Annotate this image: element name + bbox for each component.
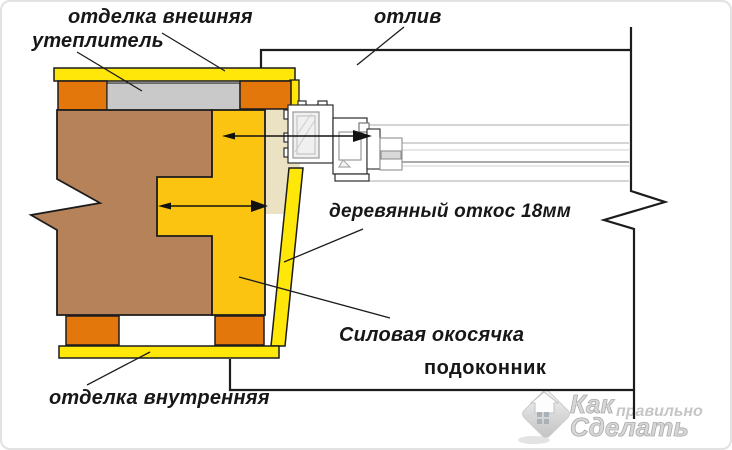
glazing-unit	[366, 128, 403, 171]
spacer-block-top-left	[57, 80, 108, 111]
watermark-word-2: правильно	[616, 403, 703, 420]
sash-profile	[332, 117, 370, 182]
windowsill-line	[228, 359, 634, 392]
insulation-block	[106, 82, 241, 111]
casing-block	[156, 109, 266, 316]
watermark-logo: Как правильно Сделать	[518, 389, 703, 444]
leader-structural-casing	[238, 276, 391, 319]
leader-interior-finish	[86, 351, 151, 386]
spacer-block-bottom-right	[214, 315, 265, 346]
wall-contour-line	[600, 27, 669, 419]
label-drip-cap: отлив	[374, 6, 442, 28]
label-interior-finish: отделка внутренняя	[49, 387, 270, 409]
label-windowsill: подоконник	[424, 357, 547, 379]
leader-exterior-finish	[161, 32, 226, 72]
spacer-block-bottom-left	[65, 315, 120, 346]
leader-wooden-slope	[283, 228, 364, 263]
watermark-house-icon	[529, 391, 560, 424]
glazing-lines	[369, 124, 629, 182]
watermark-word-1: Как	[570, 389, 615, 419]
label-wooden-slope: деревянный откос 18мм	[329, 201, 571, 222]
screw-arrow-bottom	[158, 200, 268, 212]
leader-lines	[76, 26, 405, 386]
label-exterior-finish: отделка внешняя	[68, 6, 253, 28]
exterior-finish-strip	[53, 67, 296, 82]
screw-arrow-top	[222, 130, 372, 142]
window-frame-profile	[283, 100, 334, 164]
interior-finish-strip	[58, 345, 280, 359]
watermark-word-3: Сделать	[570, 412, 689, 442]
leader-drip-cap	[356, 26, 405, 66]
drip-line	[259, 48, 631, 68]
label-structural-casing: Силовая окосячка	[339, 324, 525, 346]
spacer-block-top-right	[239, 80, 292, 110]
leader-insulation	[76, 51, 143, 92]
label-insulation: утеплитель	[32, 30, 164, 52]
